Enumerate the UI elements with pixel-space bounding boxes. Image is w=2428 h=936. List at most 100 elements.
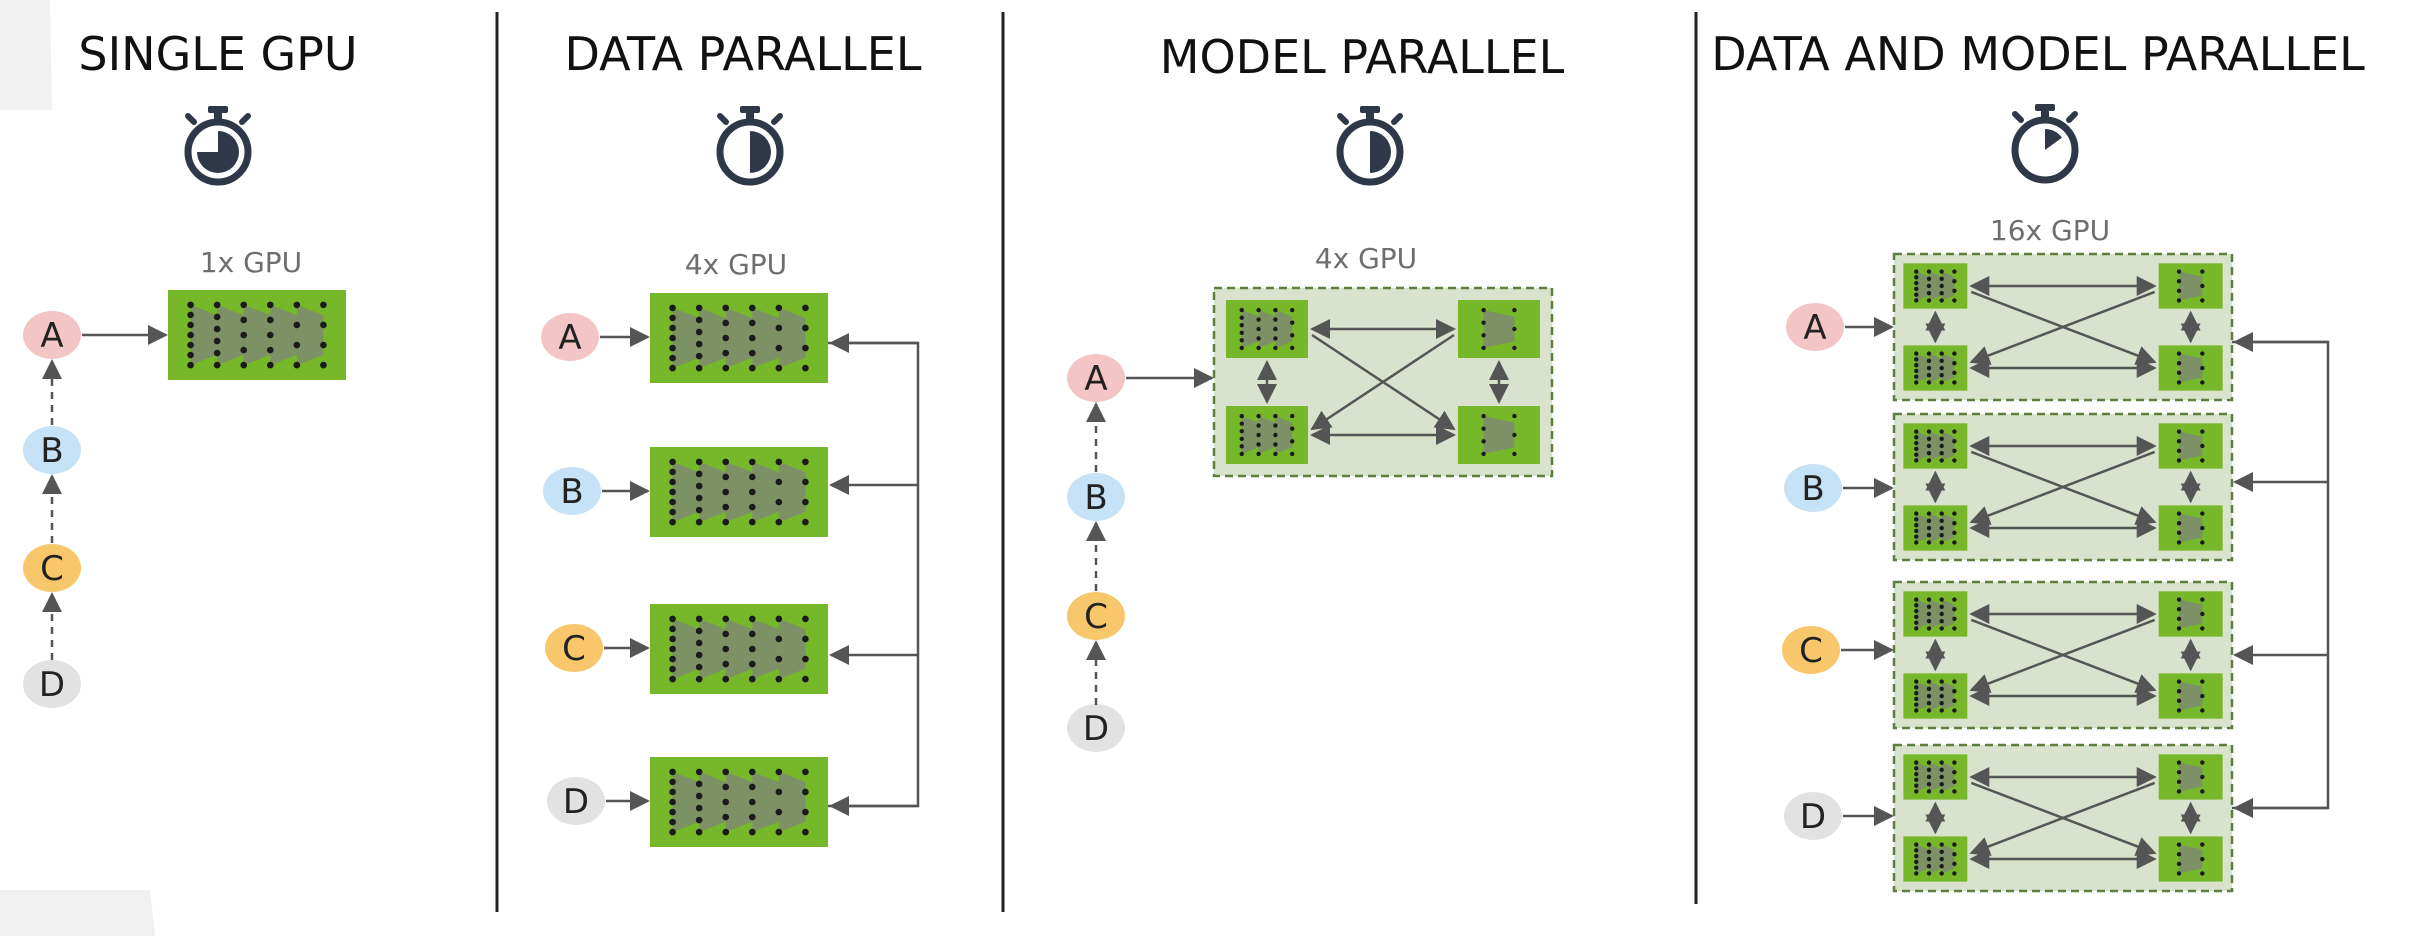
nn-neuron — [2200, 365, 2205, 371]
nn-neuron — [695, 663, 703, 671]
nn-neuron — [695, 458, 703, 466]
nn-connections — [725, 461, 753, 523]
node-label: B — [40, 431, 63, 471]
datamodel-panel-4-arrow-cross-2 — [1969, 781, 2156, 856]
nn-neuron — [1914, 362, 1919, 368]
timer-button-right — [1391, 113, 1403, 125]
nn-neuron — [2176, 679, 2182, 684]
nn-neuron — [802, 788, 809, 796]
slide-corner-decoration — [0, 0, 52, 110]
nn-connections — [1916, 762, 1929, 792]
nn-neuron — [1926, 511, 1932, 516]
nn-neuron — [748, 364, 756, 372]
neural-network-icon — [2176, 597, 2205, 631]
datamodel-panel-1-gpu-top-right — [2158, 263, 2223, 309]
nn-neuron — [2200, 443, 2205, 449]
nn-neuron — [802, 498, 809, 506]
nn-neuron — [1939, 708, 1944, 713]
nn-neuron — [775, 498, 783, 506]
nn-neuron — [1926, 380, 1932, 385]
nn-neuron — [669, 675, 676, 683]
nn-neuron — [2176, 842, 2182, 847]
nn-neuron — [1952, 448, 1957, 453]
nn-neuron — [775, 615, 783, 623]
node-label: B — [560, 472, 583, 512]
nn-neuron — [2176, 438, 2182, 444]
nn-neuron — [1256, 432, 1261, 438]
nn-neuron — [775, 808, 783, 816]
nn-neuron — [1914, 597, 1919, 602]
nn-neuron — [1914, 380, 1919, 385]
nn-neuron — [1952, 861, 1957, 867]
nn-neuron — [1952, 278, 1957, 284]
nn-neuron — [2176, 708, 2182, 713]
nn-neuron — [213, 337, 221, 345]
nn-neuron — [1952, 842, 1957, 847]
nn-neuron — [669, 768, 676, 776]
nn-neuron — [2200, 626, 2205, 631]
nn-neuron — [1926, 789, 1932, 794]
nn-neuron — [1239, 421, 1244, 426]
nn-neuron — [775, 518, 783, 526]
nn-neuron — [1914, 292, 1919, 297]
nn-neuron — [2200, 611, 2205, 617]
model-panel-gpu-bottom-left — [1226, 406, 1308, 464]
nn-neuron — [669, 665, 676, 673]
nn-neuron — [802, 768, 809, 776]
node-label: B — [1801, 469, 1824, 509]
nn-connections — [1941, 353, 1955, 383]
nn-neuron — [2200, 283, 2205, 289]
datamodel-panel-1-gpu-bottom-right — [2158, 345, 2223, 391]
nn-neuron — [1952, 852, 1957, 857]
node-c-single: C — [23, 544, 81, 592]
nn-neuron — [2200, 842, 2205, 847]
nn-neuron — [2176, 278, 2182, 284]
stopwatch-icon-model — [1336, 106, 1404, 186]
timer-button-left — [2012, 111, 2024, 123]
node-b-single: B — [23, 426, 81, 474]
nn-neuron — [1290, 333, 1295, 338]
nn-neuron — [1481, 320, 1486, 325]
nn-neuron — [1939, 760, 1944, 765]
nn-neuron — [722, 768, 730, 776]
nn-neuron — [1952, 769, 1957, 775]
nn-neuron — [1952, 626, 1957, 631]
nn-neuron — [213, 361, 221, 369]
node-ellipse — [1784, 792, 1842, 840]
nn-neuron — [2176, 861, 2182, 867]
nn-neuron — [2176, 530, 2182, 536]
nn-neuron — [1926, 767, 1932, 772]
stopwatch-icon-single — [184, 106, 252, 186]
nn-connections — [1941, 599, 1955, 629]
nn-neuron — [748, 645, 756, 653]
nn-neuron — [669, 354, 676, 362]
nn-connections — [1941, 681, 1955, 711]
nn-neuron — [1939, 871, 1944, 876]
nn-neuron — [775, 304, 783, 312]
datamodel-panel-1-gpu-bottom-left — [1903, 345, 1968, 391]
nn-neuron — [1914, 452, 1919, 457]
gpu-label-single: 1x GPU — [200, 246, 302, 279]
nn-connections — [1941, 844, 1955, 874]
nn-neuron — [293, 301, 301, 309]
nn-connections — [1928, 431, 1942, 461]
nn-neuron — [1239, 315, 1244, 320]
nn-neuron — [1926, 781, 1932, 787]
timer-crown — [208, 106, 228, 113]
nn-neuron — [1290, 439, 1295, 444]
nn-neuron — [187, 311, 194, 319]
node-b-model: B — [1067, 473, 1125, 521]
nn-neuron — [2176, 606, 2182, 612]
nn-neuron — [1926, 842, 1932, 847]
nn-neuron — [213, 349, 221, 357]
nn-neuron — [775, 635, 783, 643]
nn-neuron — [1914, 871, 1919, 876]
nn-neuron — [2176, 380, 2182, 385]
nn-neuron — [1512, 326, 1517, 332]
nn-connections — [243, 304, 271, 366]
nn-neuron — [1952, 530, 1957, 536]
title-model-parallel: MODEL PARALLEL — [1160, 30, 1565, 84]
node-ellipse — [1786, 303, 1844, 351]
nn-connections — [1241, 416, 1259, 454]
nn-neuron — [2176, 269, 2182, 274]
